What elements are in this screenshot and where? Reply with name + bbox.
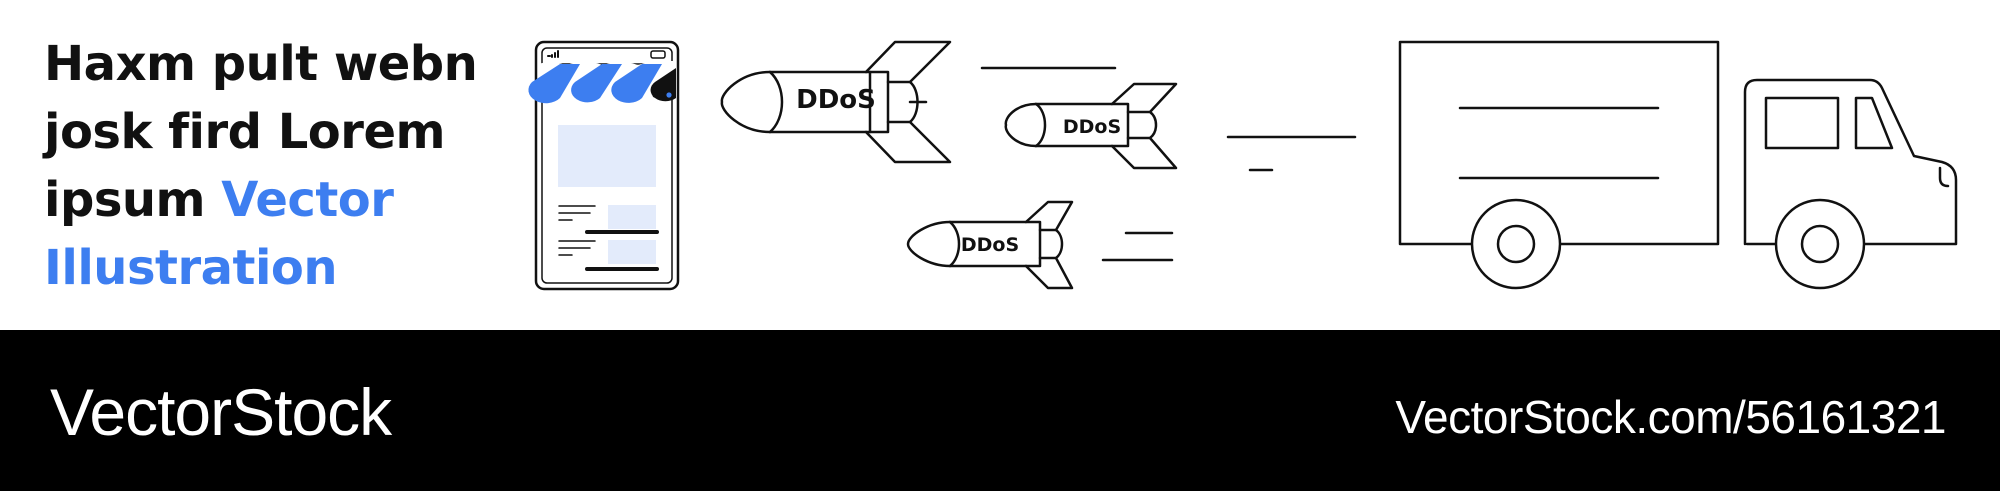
headline-text: Haxm pult webn josk fird Lorem ipsum: [44, 36, 478, 228]
storefront-awning: [528, 61, 676, 104]
delivery-truck-icon: [1398, 40, 1958, 290]
ddos-rocket-icon: [906, 200, 1074, 290]
site-url[interactable]: VectorStock.com/56161321: [1395, 391, 1946, 443]
illustration-area: Haxm pult webn josk fird Lorem ipsum Vec…: [44, 30, 1958, 302]
rocket-label: DDoS: [796, 85, 876, 115]
rocket-label: DDoS: [1063, 116, 1121, 138]
headline: Haxm pult webn josk fird Lorem ipsum Vec…: [44, 30, 484, 302]
ddos-rocket-icon: [720, 40, 952, 164]
headline-accent-text: Vector Illustration: [44, 172, 394, 296]
brand-logo[interactable]: VectorStock: [50, 375, 392, 449]
illustration-artwork: DDoS DDoS DDoS: [528, 40, 1958, 291]
speed-lines: [980, 66, 1357, 262]
ddos-rocket-icon: [1004, 82, 1178, 170]
footer-bar: VectorStock VectorStock.com/56161321: [0, 330, 2000, 491]
phone-storefront-icon: [534, 40, 680, 291]
rocket-label: DDoS: [961, 234, 1019, 256]
